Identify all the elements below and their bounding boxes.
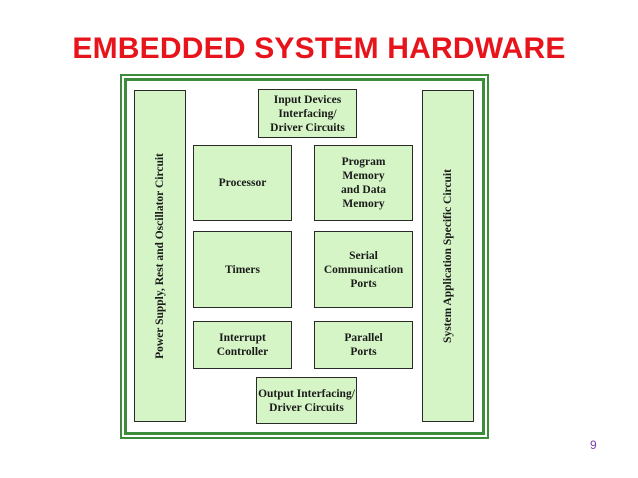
program-memory-block: Program Memory and Data Memory [314,145,413,221]
page-number: 9 [590,438,597,452]
parallel-ports-block: Parallel Ports [314,321,413,369]
slide-title: EMBEDDED SYSTEM HARDWARE [72,32,566,65]
input-devices-block: Input Devices Interfacing/ Driver Circui… [258,89,357,138]
output-interfacing-block: Output Interfacing/ Driver Circuits [256,377,357,424]
serial-communication-block: Serial Communication Ports [314,231,413,308]
timers-block: Timers [193,231,292,308]
power-supply-bar: Power Supply, Rest and Oscillator Circui… [134,90,186,422]
processor-block: Processor [193,145,292,221]
power-supply-label: Power Supply, Rest and Oscillator Circui… [154,153,166,359]
application-circuit-label: System Application Specific Circuit [442,169,454,343]
interrupt-controller-block: Interrupt Controller [193,321,292,369]
application-circuit-bar: System Application Specific Circuit [422,90,474,422]
